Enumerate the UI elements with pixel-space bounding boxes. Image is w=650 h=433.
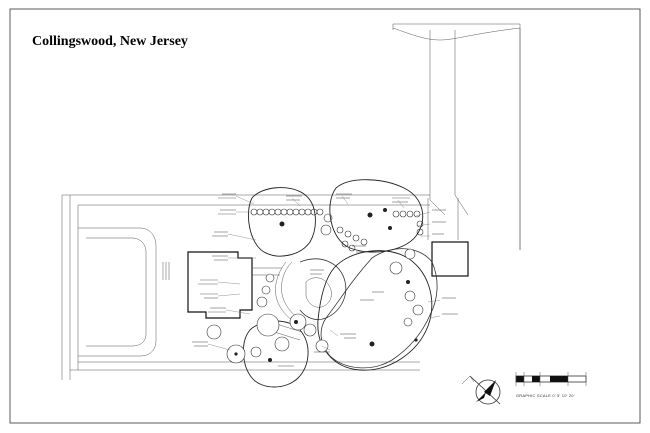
accent-plants [206,248,424,364]
callout-text-marks [192,193,458,367]
garage-structure [431,241,469,277]
graphic-scale-label: GRAPHIC SCALE 0' 5' 10' 20' [516,393,575,398]
house-footprint [187,251,253,319]
drawing-title: Collingswood, New Jersey [32,34,188,49]
north-arrow-icon [461,375,501,405]
patio-garden [275,258,347,321]
graphic-scale-bar [515,372,587,386]
hedge-row [250,208,424,252]
tree-trunks [234,208,418,362]
sheet-border [9,8,641,424]
driveway [392,23,521,250]
tree-canopies [243,179,433,388]
callout-leaders [207,195,441,351]
